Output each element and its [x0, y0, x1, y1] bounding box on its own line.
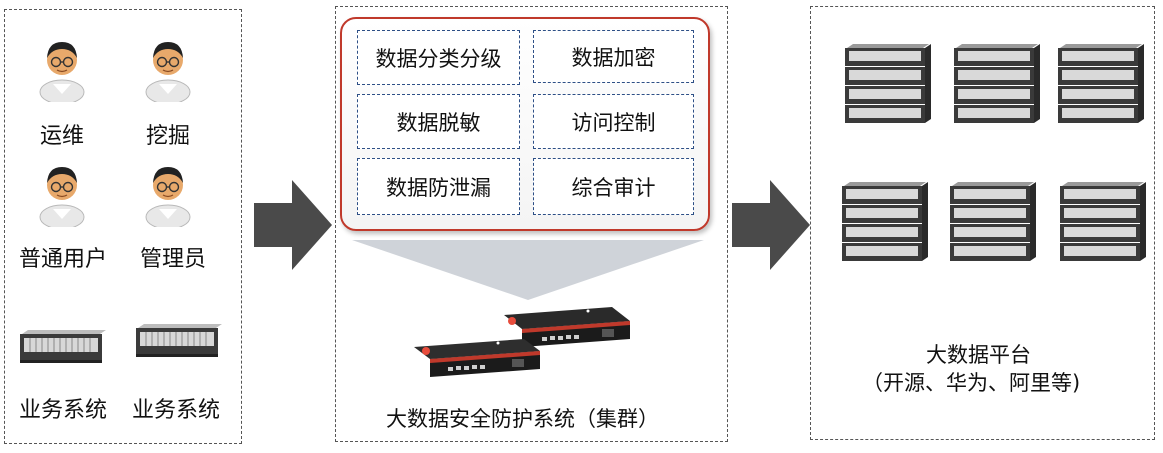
feature-leak-prevention: 数据防泄漏	[357, 158, 520, 215]
feature-audit: 综合审计	[533, 158, 694, 215]
server-rack-icon-6	[1060, 182, 1146, 261]
user-label-admin: 管理员	[139, 247, 207, 272]
security-system-panel	[335, 6, 728, 442]
business-system-label-2: 业务系统	[131, 398, 221, 423]
user-label-ops: 运维	[39, 124, 85, 149]
flow-arrow-left	[254, 180, 332, 270]
user-icon-admin	[145, 167, 191, 227]
platform-title: 大数据平台	[926, 343, 1031, 367]
feature-access-control: 访问控制	[533, 94, 694, 149]
business-server-icon-1	[20, 330, 106, 363]
big-data-platform-panel	[810, 6, 1155, 440]
funnel-shape	[352, 240, 704, 300]
server-rack-icon-4	[842, 182, 928, 261]
feature-encryption: 数据加密	[533, 30, 694, 83]
flow-arrow-right	[732, 180, 810, 270]
security-appliance-icon	[414, 307, 630, 377]
server-rack-icon-1	[845, 44, 931, 123]
business-system-label-1: 业务系统	[18, 398, 108, 423]
user-label-regular: 普通用户	[18, 247, 108, 272]
business-server-icon-2	[136, 324, 222, 357]
user-label-mining: 挖掘	[145, 124, 191, 149]
server-rack-icon-3	[1058, 44, 1144, 123]
feature-masking: 数据脱敏	[357, 94, 520, 149]
user-icon-regular	[39, 167, 85, 227]
users-systems-panel	[4, 9, 242, 444]
feature-classification: 数据分类分级	[357, 30, 520, 85]
platform-subtitle: （开源、华为、阿里等)	[862, 371, 1081, 395]
user-icon-ops	[39, 42, 85, 102]
server-rack-icon-5	[950, 182, 1036, 261]
server-rack-icon-2	[954, 44, 1040, 123]
appliance-caption: 大数据安全防护系统（集群）	[386, 407, 659, 431]
user-icon-mining	[145, 42, 191, 102]
